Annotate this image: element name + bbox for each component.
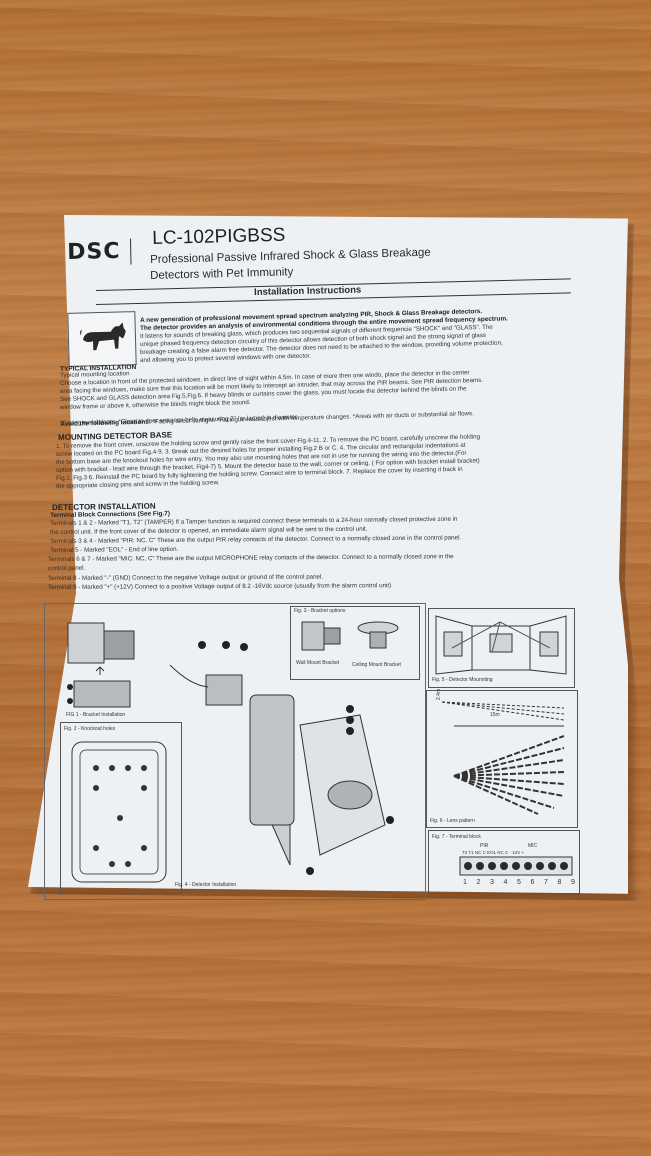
terminal-line: Terminal 5 - Marked "EOL" - End of line … <box>49 545 179 554</box>
terminal-signal-labels: T2 T1 NC C EOL NC C - 12V + <box>462 850 525 855</box>
fig3-box <box>290 606 420 680</box>
figures-frame-left <box>44 603 426 900</box>
terminal-number: 7 <box>544 879 548 886</box>
terminal-block-drawing <box>459 856 573 876</box>
terminal-line: Terminal 8 - Marked "-" (GND) Connect to… <box>47 573 324 582</box>
terminal-mic-label: MIC <box>528 843 538 849</box>
terminal-line: Terminals 1 & 2 - Marked "T1, T2" (TAMPE… <box>49 515 458 527</box>
terminal-number: 8 <box>557 879 562 886</box>
terminal-line: Terminals 3 & 4 - Marked "PIR: NC, C" Th… <box>49 534 462 545</box>
knockout-holes-drawing <box>71 741 167 883</box>
product-subtitle-line2: Detectors with Pet Immunity <box>150 266 294 282</box>
fig2-box <box>60 722 182 894</box>
fig5-box <box>428 608 575 688</box>
terminal-line: Terminals 6 & 7 - Marked "MIC: NC, C" Th… <box>47 553 454 563</box>
bracket-installation-drawing <box>67 622 135 708</box>
fig2-caption: Fig. 2 - Knockout holes <box>64 726 116 732</box>
wall-mount-label: Wall Mount Bracket <box>296 660 340 666</box>
fig7-caption: Fig. 7 - Terminal block <box>432 834 481 840</box>
terminal-number: 4 <box>503 879 508 886</box>
product-subtitle-line1: Professional Passive Infrared Shock & Gl… <box>150 246 431 266</box>
fig4-caption: Fig. 4 - Detector Installation <box>175 882 237 888</box>
terminal-numbers: 1 2 3 4 5 6 7 8 9 <box>463 879 575 886</box>
terminal-line: control panel. <box>47 564 86 572</box>
terminal-number: 3 <box>490 879 494 886</box>
terminal-number: 9 <box>571 879 575 886</box>
lens-height-label: 2.4m <box>436 688 442 700</box>
terminal-number: 2 <box>476 879 481 886</box>
terminal-number: 6 <box>530 879 535 886</box>
detector-installation-drawing <box>169 641 394 875</box>
lens-pattern-drawing <box>441 701 565 815</box>
fig1-caption: FIG 1 - Bracket Installation <box>66 712 126 718</box>
pet-immunity-icon-box <box>67 311 137 367</box>
fig7-box <box>428 830 580 894</box>
fig6-box <box>426 690 578 828</box>
terminal-number: 1 <box>463 879 467 886</box>
terminal-pir-label: PIR <box>480 843 489 849</box>
terminal-line: Terminal 9 - Marked "+" (+12V) Connect t… <box>47 582 392 591</box>
lens-distance-label: 15m <box>490 712 500 718</box>
fig6-caption: Fig. 6 - Lens pattern <box>430 818 475 824</box>
terminal-number: 5 <box>517 879 521 886</box>
mounting-line: the appropriate closing pins and screw i… <box>55 479 220 490</box>
section-title: Installation Instructions <box>254 284 362 298</box>
detector-mounting-drawing <box>435 615 567 675</box>
fig5-caption: Fig. 5 - Detector Mounnting <box>432 677 493 683</box>
ceiling-mount-label: Ceiling Mount Bracket <box>352 662 401 668</box>
terminal-block-subheading: Terminal Block Connections (See Fig.7) <box>50 510 170 519</box>
fig3-caption: Fig. 3 - Bracket options <box>294 608 346 614</box>
dog-icon <box>80 322 126 351</box>
model-number: LC-102PIGBSS <box>152 224 286 249</box>
bracket-options-drawing <box>301 621 399 651</box>
brand-logo: DSC <box>67 238 132 266</box>
